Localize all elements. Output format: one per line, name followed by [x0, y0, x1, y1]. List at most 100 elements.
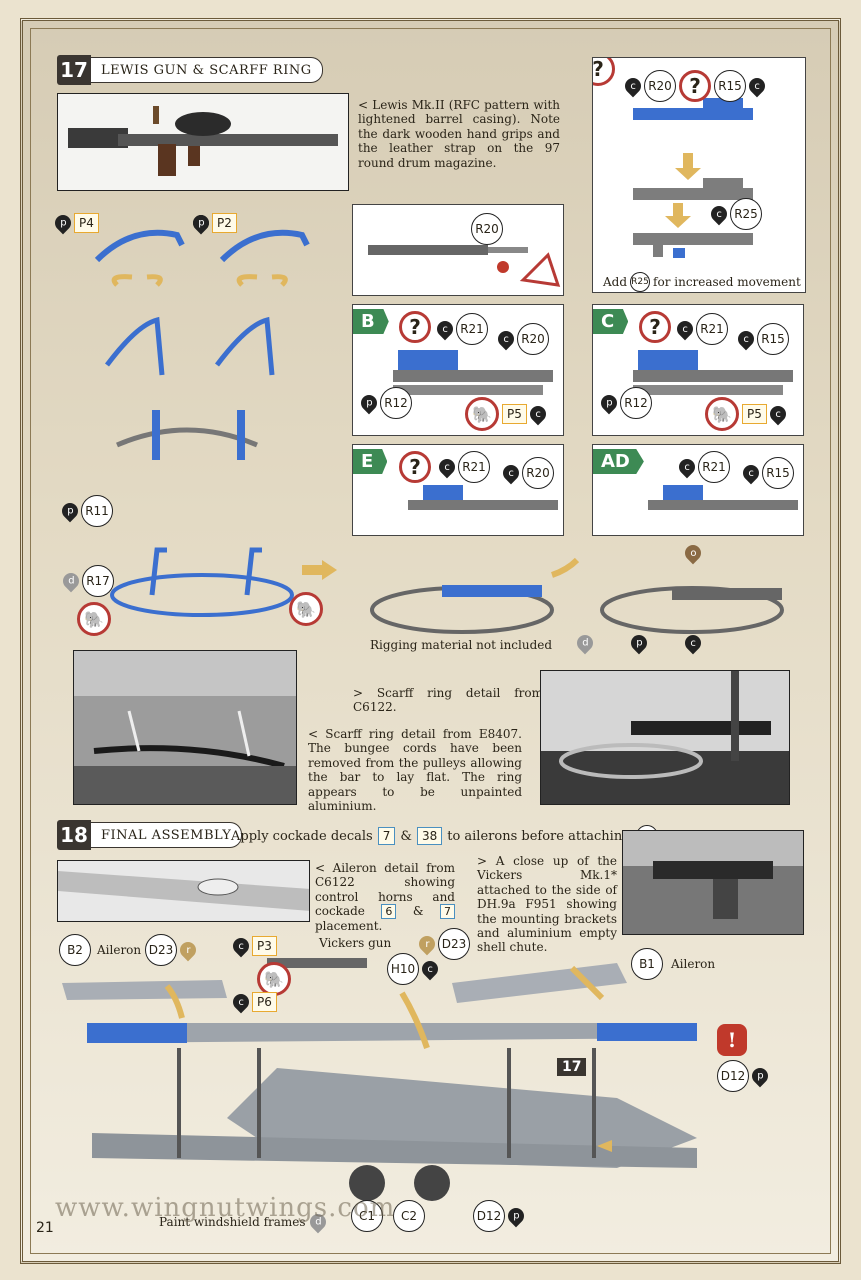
variant-ad-tag: AD	[593, 449, 644, 474]
paint-d-icon: d	[573, 631, 597, 655]
website-watermark: www.wingnutwings.com	[55, 1193, 396, 1223]
variant-c-r12-callout: R12	[620, 387, 652, 419]
c1-callout: C1	[351, 1200, 383, 1232]
ring-paint-callouts: d p c	[573, 631, 705, 655]
r17-callout-group: d R17	[59, 565, 114, 597]
variant-e-r20-group: c R20	[499, 457, 554, 489]
variant-e-panel: E ? c R21 c R20	[352, 444, 564, 536]
step-17-header: 17 LEWIS GUN & SCARFF RING	[57, 55, 323, 85]
r25-inline-callout: R25	[630, 272, 651, 292]
step-17-title: LEWIS GUN & SCARFF RING	[91, 57, 323, 83]
r11-callout: R11	[81, 495, 113, 527]
paint-c-icon: c	[673, 317, 697, 341]
r25-row: c R25	[707, 198, 762, 230]
paint-p-icon: p	[504, 1204, 528, 1228]
d12-bottom-callout: D12	[473, 1200, 505, 1232]
d23-right-callout: D23	[438, 928, 470, 960]
r15-callout: R15	[714, 70, 746, 102]
r20-callout: R20	[644, 70, 676, 102]
paint-c-icon: c	[494, 327, 518, 351]
b1-aileron-label: B1 Aileron	[631, 948, 715, 980]
b1-callout: B1	[631, 948, 663, 980]
variant-b-question-icon: ?	[399, 311, 431, 343]
d23-left-group: D23 r	[145, 934, 200, 966]
variant-b-tag: B	[353, 309, 389, 334]
variant-c-tag: C	[593, 309, 629, 334]
elephant-icon: 🐘	[257, 962, 291, 996]
variant-c-question-icon: ?	[639, 311, 671, 343]
vickers-f951-photo-image	[623, 831, 803, 934]
b2-callout: B2	[59, 934, 91, 966]
paint-p-icon: p	[748, 1064, 772, 1088]
variant-e-r21-callout: R21	[458, 451, 490, 483]
variant-ad-r21-group: c R21	[675, 451, 730, 483]
r17-callout: R17	[82, 565, 114, 597]
paint-c-icon: c	[745, 74, 769, 98]
paint-c-icon: c	[526, 402, 550, 426]
paint-c-icon: c	[433, 317, 457, 341]
variant-c-r21-callout: R21	[696, 313, 728, 345]
r20-tip-callout: R20	[471, 213, 503, 245]
final-assembly-area: B2 Aileron D23 r c P3 🐘 c P6 Vickers gun…	[57, 928, 817, 1234]
r25-option-diagram	[633, 98, 753, 258]
d12-right-callout: D12	[717, 1060, 749, 1092]
variant-ad-r21-callout: R21	[698, 451, 730, 483]
r20-tip-panel: R20	[352, 204, 564, 296]
question-icon: ?	[679, 70, 711, 102]
lewis-gun-photo	[57, 93, 349, 191]
add-r25-suffix: for increased movement	[653, 275, 801, 289]
variant-e-r20-callout: R20	[522, 457, 554, 489]
r25-option-panel: ? c R20 ? R15 c c R25 Add R25 for increa…	[592, 57, 806, 293]
paint-r-icon: r	[176, 938, 200, 962]
scarff-c6122-photo	[540, 670, 790, 805]
paint-c-icon: c	[229, 934, 253, 958]
aileron-note-tail: placement.	[315, 919, 383, 934]
variant-b-r21-callout: R21	[456, 313, 488, 345]
p2-part: P2	[212, 213, 237, 233]
variant-b-r12-group: p R12	[357, 387, 412, 419]
paint-windshield-text: Paint windshield frames	[159, 1215, 306, 1229]
vickers-gun-label: Vickers gun	[319, 936, 392, 950]
paint-p-icon: p	[627, 631, 651, 655]
variant-b-r20-group: c R20	[494, 323, 549, 355]
variant-ad-panel: AD c R21 c R15	[592, 444, 804, 536]
aileron-note-text: < Aileron detail from C6122 showing cont…	[315, 861, 455, 919]
r25-callout: R25	[730, 198, 762, 230]
variant-b-r20-callout: R20	[517, 323, 549, 355]
aileron-c6122-photo-image	[58, 861, 309, 921]
vickers-note: > A close up of the Vickers Mk.1* attach…	[477, 854, 617, 955]
paint-windshield-note: Paint windshield frames d	[159, 1210, 329, 1234]
paint-p-icon: p	[597, 391, 621, 415]
warning-question-icon: ?	[593, 58, 615, 86]
variant-b-p5-group: 🐘 P5 c	[465, 397, 550, 431]
variant-b-r12-callout: R12	[380, 387, 412, 419]
decal-38: 38	[416, 827, 443, 845]
scarff-c6122-note: > Scarff ring detail from C6122.	[353, 686, 543, 715]
paint-p-icon: p	[51, 211, 75, 235]
variant-b-r21-group: c R21	[433, 313, 488, 345]
step-18-instruction: Apply cockade decals 7 & 38 to ailerons …	[231, 825, 667, 847]
aileron-left-label: Aileron	[97, 943, 142, 957]
h10-group: H10 c	[387, 953, 442, 985]
scarff-e8407-photo-image	[74, 651, 296, 804]
elephant-icon: 🐘	[289, 592, 323, 626]
paint-d-icon: d	[59, 569, 83, 593]
aileron-c6122-photo	[57, 860, 310, 922]
paint-c-icon: c	[418, 957, 442, 981]
scarff-e8407-photo	[73, 650, 297, 805]
page-number: 21	[36, 1220, 54, 1236]
elephant-icon: 🐘	[705, 397, 739, 431]
paint-p-icon: p	[357, 391, 381, 415]
variant-ad-r15-callout: R15	[762, 457, 794, 489]
b2-aileron-label: B2 Aileron	[59, 934, 141, 966]
paint-c-icon: c	[499, 461, 523, 485]
paint-p-icon: p	[58, 499, 82, 523]
r11-callout-group: p R11	[58, 495, 113, 527]
instruction-text-1: Apply cockade decals	[231, 828, 373, 844]
decal-7: 7	[377, 827, 396, 845]
variant-e-diagram	[408, 485, 558, 510]
inner-frame	[30, 28, 831, 1254]
paint-c-icon: c	[739, 461, 763, 485]
variant-e-question-icon: ?	[399, 451, 431, 483]
step-18-number: 18	[57, 820, 91, 850]
